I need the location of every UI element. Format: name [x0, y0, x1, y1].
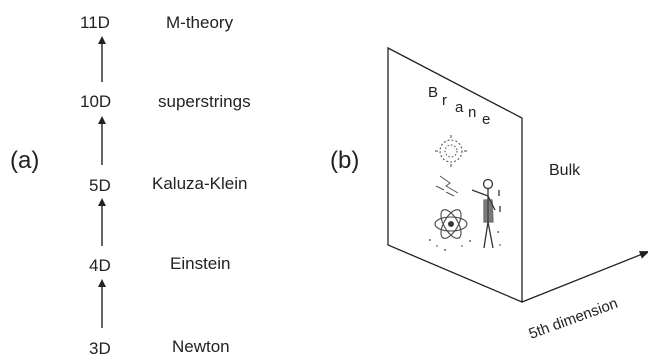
panel-a: (a) 11D 10D 5D 4D 3D M-theory superstrin… — [10, 13, 251, 358]
brane-letter: r — [442, 92, 447, 109]
brane-plane — [387, 46, 523, 303]
atom-sketch-icon — [434, 209, 468, 239]
brane-letter: a — [455, 99, 464, 116]
brane-title: B r a n e — [428, 84, 490, 128]
theory-label-m-theory: M-theory — [166, 13, 234, 32]
lightning-sketch — [435, 175, 459, 197]
fifth-dimension-axis — [521, 251, 648, 303]
dimension-label-10d: 10D — [80, 92, 111, 111]
panel-b: (b) 5th dimension B r a n e — [330, 46, 648, 343]
bulk-label: Bulk — [549, 162, 581, 179]
brane-letter: n — [468, 104, 476, 121]
speckle-marks — [429, 231, 501, 251]
dimension-label-5d: 5D — [89, 176, 111, 195]
sun-sketch-icon — [435, 135, 467, 167]
dimension-label-11d: 11D — [80, 13, 110, 32]
dimension-label-3d: 3D — [89, 339, 111, 358]
dimension-label-4d: 4D — [89, 256, 111, 275]
human-figure-sketch-icon — [471, 178, 501, 249]
panel-b-label: (b) — [330, 147, 359, 174]
theory-label-kaluza-klein: Kaluza-Klein — [152, 174, 247, 193]
theory-label-superstrings: superstrings — [158, 92, 251, 111]
panel-a-label: (a) — [10, 147, 39, 174]
brane-letter: e — [482, 111, 490, 128]
theory-label-newton: Newton — [172, 337, 230, 356]
fifth-dimension-label: 5th dimension — [527, 295, 621, 343]
brane-letter: B — [428, 84, 438, 101]
theory-label-einstein: Einstein — [170, 254, 230, 273]
